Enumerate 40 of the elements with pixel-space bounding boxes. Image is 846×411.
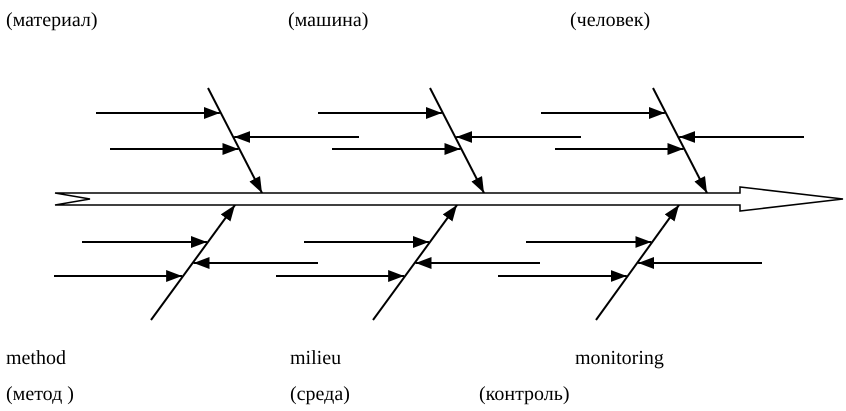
bone-line [150,227,219,321]
arrow [662,204,680,229]
bone-line [652,88,698,172]
arrow [456,131,581,143]
cause-label: monitoring [575,347,664,369]
arrow [249,172,263,194]
arrow [194,257,318,269]
arrow [217,204,236,229]
arrow [541,107,665,119]
arrow [416,257,540,269]
arrow [304,236,429,248]
cause-label: milieu [290,347,342,369]
arrow [318,107,442,119]
bone-line [429,88,474,172]
bone-line [372,227,441,321]
arrow [638,257,762,269]
arrow [526,236,652,248]
arrow [471,172,485,194]
arrow [555,143,684,155]
cause-label: (машина) [288,9,368,31]
arrow [54,270,182,282]
arrow [679,131,804,143]
cause-label: (контроль) [479,383,570,405]
arrow [234,131,359,143]
cause-label: (материал) [6,9,98,31]
arrow [110,143,238,155]
arrow [82,236,207,248]
arrow [276,270,404,282]
cause-label: (человек) [570,9,650,31]
bone-line [207,88,252,172]
bone-line [595,227,664,321]
arrow [694,172,708,194]
cause-label: (метод ) [6,383,74,405]
arrow [96,107,220,119]
arrow [439,204,458,229]
arrow [332,143,460,155]
spine-arrow [54,186,844,212]
cause-label: (среда) [290,383,350,405]
cause-label: method [6,347,66,369]
arrow [498,270,627,282]
